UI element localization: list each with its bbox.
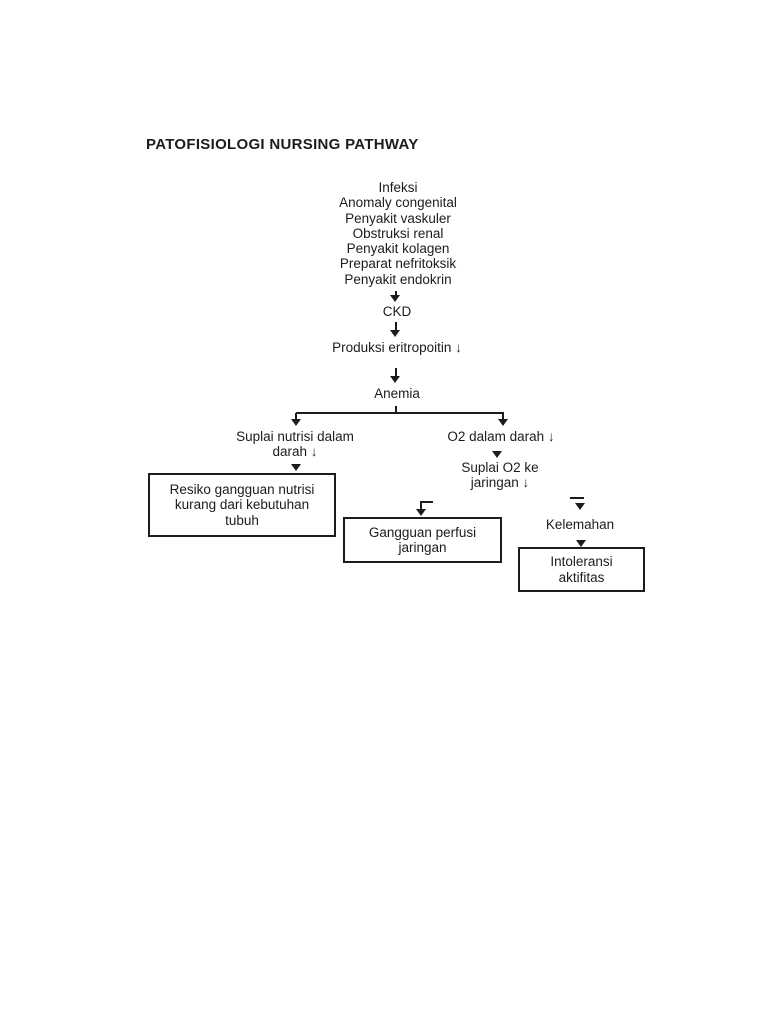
node-kelemahan: Kelemahan bbox=[545, 517, 615, 532]
diagnosis-box-resiko-nutrisi: Resiko gangguan nutrisi kurang dari kebu… bbox=[148, 473, 336, 537]
node-eritropoitin: Produksi eritropoitin ↓ bbox=[332, 340, 462, 355]
connector-line bbox=[420, 501, 422, 511]
arrow-down-icon bbox=[498, 419, 508, 426]
connector-line bbox=[395, 368, 397, 377]
node-ckd: CKD bbox=[382, 304, 412, 319]
diagnosis-box-gangguan-perfusi: Gangguan perfusi jaringan bbox=[343, 517, 502, 563]
node-o2-darah: O2 dalam darah ↓ bbox=[447, 429, 555, 444]
connector-line bbox=[395, 406, 397, 413]
causes-list: Infeksi Anomaly congenital Penyakit vask… bbox=[298, 180, 498, 287]
arrow-down-icon bbox=[575, 503, 585, 510]
arrow-down-icon bbox=[291, 464, 301, 471]
node-suplai-nutrisi: Suplai nutrisi dalam darah ↓ bbox=[236, 429, 354, 460]
cause-item: Preparat nefritoksik bbox=[339, 256, 457, 272]
node-anemia: Anemia bbox=[374, 386, 420, 401]
connector-line bbox=[395, 291, 397, 296]
connector-line bbox=[502, 413, 504, 420]
cause-item: Penyakit endokrin bbox=[344, 271, 452, 287]
connector-line bbox=[421, 501, 433, 503]
arrow-down-icon bbox=[492, 451, 502, 458]
cause-item: Penyakit vaskuler bbox=[345, 210, 451, 226]
arrow-down-icon bbox=[390, 295, 400, 302]
connector-line bbox=[395, 322, 397, 331]
cause-item: Obstruksi renal bbox=[352, 225, 444, 241]
cause-item: Anomaly congenital bbox=[339, 195, 457, 211]
connector-line bbox=[296, 412, 504, 414]
arrow-down-icon bbox=[576, 540, 586, 547]
arrow-down-icon bbox=[390, 330, 400, 337]
cause-item: Infeksi bbox=[378, 180, 418, 195]
arrow-down-icon bbox=[416, 509, 426, 516]
connector-line bbox=[295, 413, 297, 420]
cause-item: Penyakit kolagen bbox=[346, 241, 450, 257]
connector-line bbox=[570, 497, 584, 499]
page-title: PATOFISIOLOGI NURSING PATHWAY bbox=[146, 136, 419, 153]
diagnosis-box-intoleransi: Intoleransi aktifitas bbox=[518, 547, 645, 592]
node-suplai-o2: Suplai O2 ke jaringan ↓ bbox=[461, 460, 539, 491]
arrow-down-icon bbox=[390, 376, 400, 383]
arrow-down-icon bbox=[291, 419, 301, 426]
